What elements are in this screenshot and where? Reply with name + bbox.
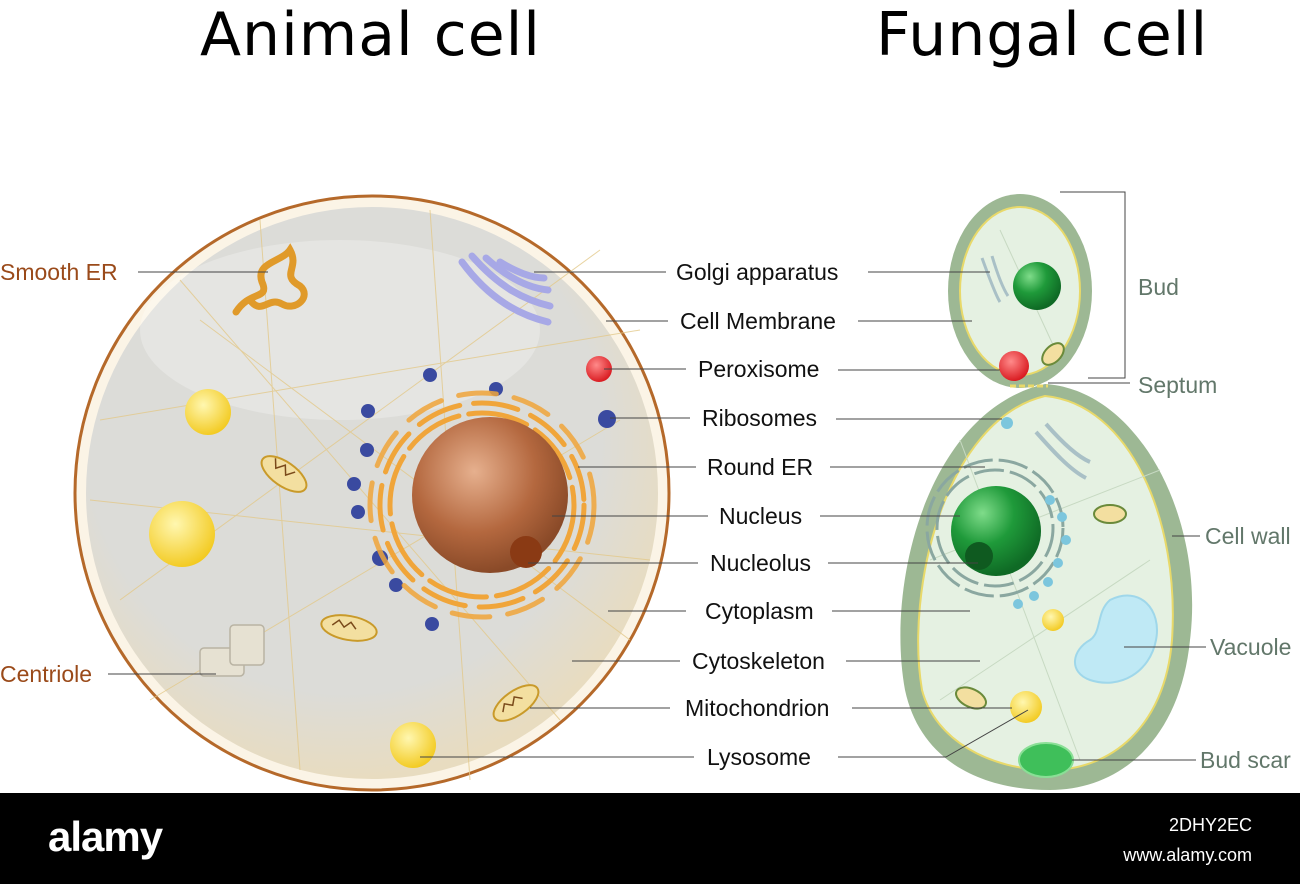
label-peroxisome: Peroxisome: [698, 356, 820, 382]
lysosome-3: [390, 722, 436, 768]
bud-scar: [1018, 742, 1074, 778]
label-cytoplasm: Cytoplasm: [705, 598, 814, 624]
label-golgi: Golgi apparatus: [676, 259, 839, 285]
label-centriole: Centriole: [0, 661, 93, 687]
animal-centriole: [199, 624, 265, 677]
label-mitochondrion: Mitochondrion: [685, 695, 830, 721]
fungal-lysosome-small: [1042, 609, 1064, 631]
fungal-ribosomes: [1013, 495, 1071, 609]
label-lysosome: Lysosome: [707, 744, 811, 770]
label-cell-wall: Cell wall: [1205, 523, 1291, 549]
lysosome-2: [149, 501, 215, 567]
mother-golgi: [1034, 422, 1091, 480]
fungal-vacuole: [1074, 594, 1158, 684]
bud-golgi: [980, 255, 1010, 303]
label-nucleolus: Nucleolus: [710, 550, 811, 576]
fungal-nucleolus: [965, 542, 993, 570]
bud-mitochondrion: [1041, 342, 1065, 366]
footer-bar: alamy 2DHY2EC www.alamy.com: [0, 793, 1300, 884]
fungal-cell: [820, 191, 1206, 790]
animal-mitochondria: [260, 455, 540, 722]
fungal-leader-lines: [820, 271, 1206, 761]
fungal-mitochondrion-1: [1093, 504, 1127, 524]
animal-peroxisome: [586, 356, 612, 382]
label-septum: Septum: [1138, 372, 1218, 398]
animal-nucleus: [412, 417, 568, 573]
smooth-er: [232, 243, 308, 316]
bud-nucleus: [1013, 262, 1061, 310]
label-ribosomes: Ribosomes: [702, 405, 818, 431]
fungal-round-er: [925, 458, 1065, 598]
fungal-cell-title: Fungal cell: [876, 0, 1209, 70]
lysosome-1: [185, 389, 231, 435]
animal-rough-er: [367, 390, 597, 620]
animal-ribosomes: [347, 368, 616, 631]
animal-leader-lines: [108, 271, 708, 758]
animal-cell: [73, 194, 708, 792]
cytoplasm-highlight: [140, 240, 540, 420]
label-bud: Bud: [1138, 274, 1179, 300]
label-cytoskeleton: Cytoskeleton: [692, 648, 825, 674]
animal-golgi: [458, 252, 554, 326]
label-vacuole: Vacuole: [1210, 634, 1292, 660]
brand-logo: alamy: [48, 813, 163, 860]
fungal-peroxisome: [999, 351, 1029, 381]
bud-bracket: [1060, 191, 1126, 379]
label-cell-membrane: Cell Membrane: [680, 308, 836, 334]
image-id: 2DHY2EC: [1168, 815, 1252, 835]
label-smooth-er: Smooth ER: [0, 259, 118, 285]
animal-nucleolus: [510, 536, 542, 568]
animal-cell-title: Animal cell: [200, 0, 541, 70]
label-round-er: Round ER: [707, 454, 814, 480]
site-url: www.alamy.com: [1123, 845, 1252, 865]
fungal-mitochondrion-2: [955, 686, 987, 710]
fungal-lysosome: [1010, 691, 1042, 723]
label-nucleus: Nucleus: [719, 503, 803, 529]
cell-diagram: [73, 191, 1206, 792]
fungal-ribosome-top: [1001, 417, 1013, 429]
label-bud-scar: Bud scar: [1200, 747, 1291, 773]
